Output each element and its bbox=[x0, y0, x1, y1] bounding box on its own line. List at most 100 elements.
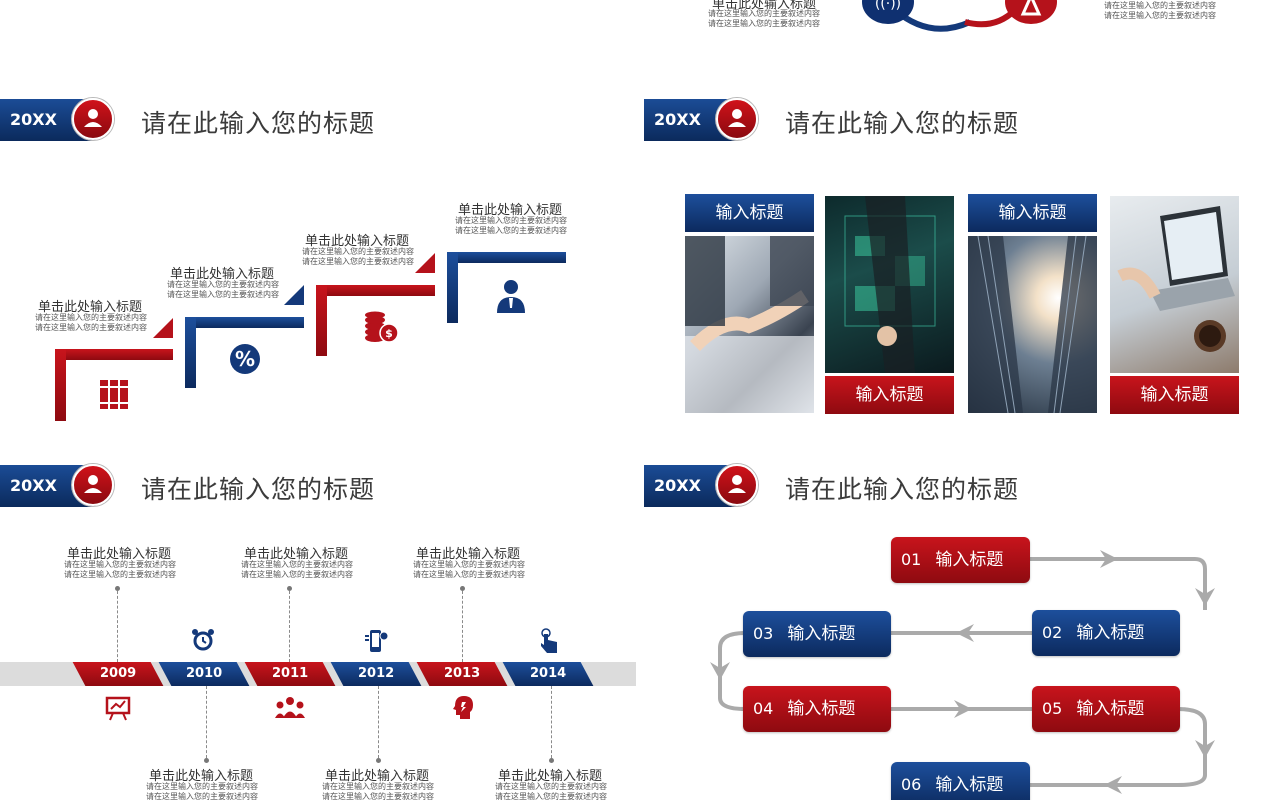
timeline-top-3-desc-1: 请在这里输入您的主要叙述内容 bbox=[413, 560, 525, 569]
top-partial-graphic: ((·)) bbox=[862, 0, 1057, 32]
timeline-top-2-desc-2: 请在这里输入您的主要叙述内容 bbox=[241, 570, 353, 579]
timeline-connector bbox=[551, 686, 552, 758]
timeline-dot bbox=[204, 758, 209, 763]
timeline-bottom-1-title: 单击此处输入标题 bbox=[149, 769, 254, 784]
user-icon bbox=[728, 109, 746, 127]
step-3-corner bbox=[415, 253, 435, 273]
step-1-bar bbox=[55, 349, 173, 360]
step-2-desc-2: 请在这里输入您的主要叙述内容 bbox=[167, 290, 279, 299]
user-icon-circle bbox=[72, 98, 114, 140]
timeline-connector bbox=[289, 591, 290, 662]
handshake-photo bbox=[685, 236, 814, 413]
touch-hand-icon bbox=[541, 628, 557, 653]
user-icon bbox=[84, 109, 102, 127]
letter-a-icon bbox=[1020, 0, 1042, 16]
flow-connectors bbox=[710, 550, 1215, 794]
user-icon bbox=[728, 475, 746, 493]
timeline-connector bbox=[462, 591, 463, 662]
step-2-title: 单击此处输入标题 bbox=[170, 267, 275, 282]
photo-card-2-label: 输入标题 bbox=[825, 376, 954, 414]
head-idea-icon bbox=[453, 696, 473, 719]
slide-title: 请在此输入您的标题 bbox=[141, 475, 376, 504]
timeline-year-2011: 2011 bbox=[244, 662, 336, 686]
timeline-connector bbox=[206, 686, 207, 758]
timeline-bottom-2-desc-1: 请在这里输入您的主要叙述内容 bbox=[322, 782, 434, 791]
timeline-dot bbox=[460, 586, 465, 591]
step-1-desc-1: 请在这里输入您的主要叙述内容 bbox=[35, 313, 147, 322]
laptop-photo bbox=[1110, 196, 1239, 373]
step-3-bar bbox=[316, 285, 435, 296]
timeline-year-2009: 2009 bbox=[72, 662, 164, 686]
step-1-title: 单击此处输入标题 bbox=[38, 300, 143, 315]
top-partial-desc-2: 请在这里输入您的主要叙述内容 bbox=[708, 19, 820, 28]
timeline-top-1-desc-1: 请在这里输入您的主要叙述内容 bbox=[64, 560, 176, 569]
timeline-dot bbox=[376, 758, 381, 763]
timeline-bottom-2-title: 单击此处输入标题 bbox=[325, 769, 430, 784]
svg-text:%: % bbox=[235, 347, 255, 371]
team-icon bbox=[275, 697, 305, 718]
step-4-desc-1: 请在这里输入您的主要叙述内容 bbox=[455, 216, 567, 225]
user-icon bbox=[84, 475, 102, 493]
books-icon bbox=[100, 380, 128, 409]
top-partial-title: 单击此处输入标题 bbox=[712, 0, 817, 12]
digital-touch-photo bbox=[825, 196, 954, 373]
step-4-post bbox=[447, 252, 458, 323]
timeline-top-1-desc-2: 请在这里输入您的主要叙述内容 bbox=[64, 570, 176, 579]
slide-title: 请在此输入您的标题 bbox=[785, 109, 1020, 138]
step-2-corner bbox=[284, 285, 304, 305]
step-2-bar bbox=[185, 317, 304, 328]
timeline-dot bbox=[115, 586, 120, 591]
timeline-top-3-title: 单击此处输入标题 bbox=[416, 547, 521, 562]
timeline-connector bbox=[378, 686, 379, 758]
timeline-bottom-3-title: 单击此处输入标题 bbox=[498, 769, 603, 784]
timeline-bottom-3-desc-2: 请在这里输入您的主要叙述内容 bbox=[495, 792, 607, 800]
step-2-post bbox=[185, 317, 196, 388]
timeline-bottom-1-desc-2: 请在这里输入您的主要叙述内容 bbox=[146, 792, 258, 800]
timeline-year-2013: 2013 bbox=[416, 662, 508, 686]
step-4-title: 单击此处输入标题 bbox=[458, 203, 563, 218]
timeline-bottom-2-desc-2: 请在这里输入您的主要叙述内容 bbox=[322, 792, 434, 800]
step-2-desc-1: 请在这里输入您的主要叙述内容 bbox=[167, 280, 279, 289]
coins-icon: $ bbox=[365, 311, 399, 343]
step-3-post bbox=[316, 285, 327, 356]
timeline-dot bbox=[287, 586, 292, 591]
step-4-desc-2: 请在这里输入您的主要叙述内容 bbox=[455, 226, 567, 235]
alarm-clock-icon bbox=[192, 629, 214, 651]
percent-icon: % bbox=[230, 344, 260, 374]
step-4-bar bbox=[447, 252, 566, 263]
step-1-desc-2: 请在这里输入您的主要叙述内容 bbox=[35, 323, 147, 332]
top-partial-desc-1: 请在这里输入您的主要叙述内容 bbox=[708, 9, 820, 18]
photo-card-3-label: 输入标题 bbox=[968, 194, 1097, 232]
smartphone-gear-icon bbox=[365, 630, 389, 652]
signal-icon: ((·)) bbox=[875, 0, 901, 12]
user-icon-circle bbox=[716, 98, 758, 140]
timeline-top-2-desc-1: 请在这里输入您的主要叙述内容 bbox=[241, 560, 353, 569]
step-3-desc-2: 请在这里输入您的主要叙述内容 bbox=[302, 257, 414, 266]
photo-card-1-label: 输入标题 bbox=[685, 194, 814, 232]
step-3-title: 单击此处输入标题 bbox=[305, 234, 410, 249]
timeline-top-3-desc-2: 请在这里输入您的主要叙述内容 bbox=[413, 570, 525, 579]
timeline-year-2014: 2014 bbox=[502, 662, 594, 686]
timeline-year-2012: 2012 bbox=[330, 662, 422, 686]
timeline-bottom-3-desc-1: 请在这里输入您的主要叙述内容 bbox=[495, 782, 607, 791]
timeline-year-2010: 2010 bbox=[158, 662, 250, 686]
user-icon-circle bbox=[716, 464, 758, 506]
user-icon-circle bbox=[72, 464, 114, 506]
slide-title: 请在此输入您的标题 bbox=[141, 109, 376, 138]
skyscraper-photo bbox=[968, 236, 1097, 413]
top-partial-right-desc-2: 请在这里输入您的主要叙述内容 bbox=[1104, 11, 1216, 20]
photo-card-4-label: 输入标题 bbox=[1110, 376, 1239, 414]
timeline-bottom-1-desc-1: 请在这里输入您的主要叙述内容 bbox=[146, 782, 258, 791]
timeline-top-1-title: 单击此处输入标题 bbox=[67, 547, 172, 562]
step-3-desc-1: 请在这里输入您的主要叙述内容 bbox=[302, 247, 414, 256]
timeline-connector bbox=[117, 591, 118, 662]
slide-title: 请在此输入您的标题 bbox=[785, 475, 1020, 504]
step-1-corner bbox=[153, 318, 173, 338]
businessman-icon bbox=[497, 280, 525, 313]
timeline-dot bbox=[549, 758, 554, 763]
